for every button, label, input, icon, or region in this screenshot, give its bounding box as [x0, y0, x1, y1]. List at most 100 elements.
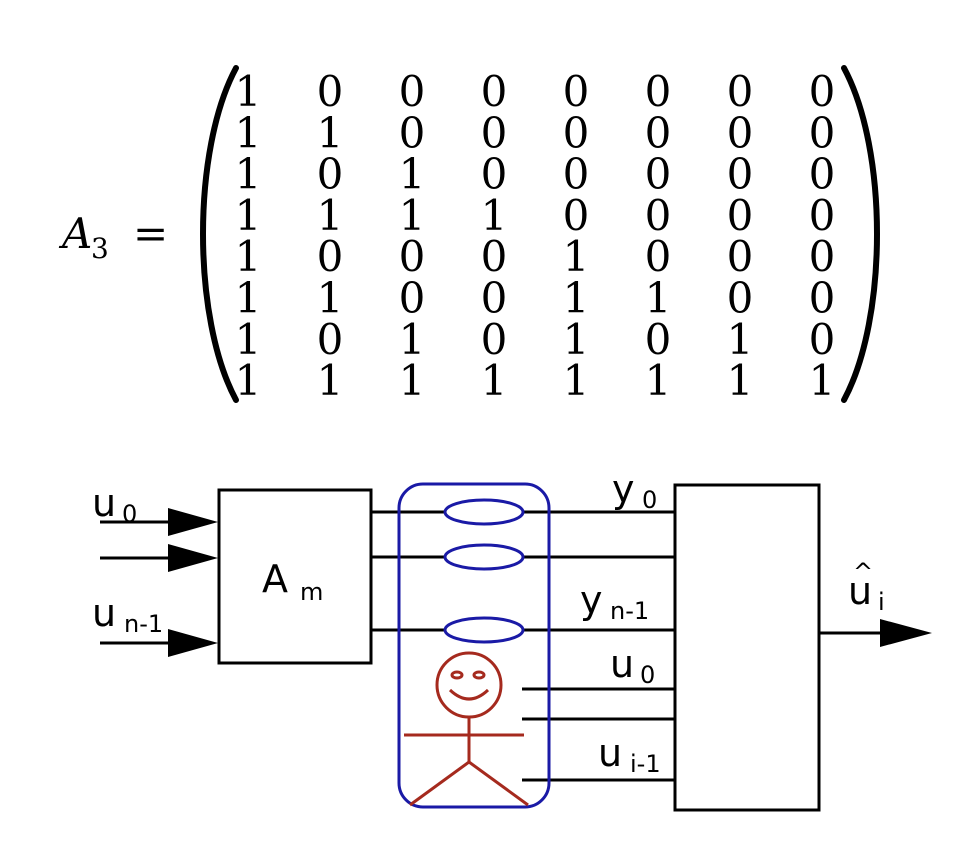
input-label-first-sub: 0 [122, 500, 137, 528]
matrix-cell-r5-c5: 1 [563, 232, 590, 281]
matrix-cell-r3-c5: 0 [563, 150, 590, 199]
matrix-left-paren [200, 65, 239, 403]
matrix-cell-r7-c2: 0 [317, 315, 344, 364]
matrix-cell-r4-c4: 1 [481, 191, 508, 240]
matrix-cell-r7-c1: 1 [235, 315, 262, 364]
matrix-cell-r1-c2: 0 [317, 67, 344, 116]
matrix-cell-r2-c4: 0 [481, 108, 508, 157]
matrix-cell-r6-c8: 0 [809, 274, 836, 323]
matrix-cell-r8-c5: 1 [563, 356, 590, 405]
matrix-cell-r3-c1: 1 [235, 150, 262, 199]
matrix-cell-r1-c3: 0 [399, 67, 426, 116]
matrix-cell-r5-c1: 1 [235, 232, 262, 281]
matrix-right-paren [841, 65, 880, 403]
matrix-cell-r3-c7: 0 [727, 150, 754, 199]
channel-output-label-last-sub: n-1 [610, 597, 649, 625]
matrix-cell-r4-c8: 0 [809, 191, 836, 240]
matrix-cell-r2-c5: 0 [563, 108, 590, 157]
stick-figure-right-eye [472, 670, 486, 680]
input-arrowhead-2 [168, 544, 218, 572]
matrix-cell-r6-c4: 0 [481, 274, 508, 323]
matrix-cell-r8-c1: 1 [235, 356, 262, 405]
matrix-cell-r6-c7: 0 [727, 274, 754, 323]
stick-figure-smile [448, 688, 490, 701]
matrix-cell-r8-c8: 1 [809, 356, 836, 405]
encoder-box [217, 488, 373, 665]
matrix-cell-r3-c8: 0 [809, 150, 836, 199]
channel-output-label-first-sub: 0 [642, 486, 657, 514]
matrix-cell-r2-c1: 1 [235, 108, 262, 157]
decoder-box [673, 483, 821, 812]
stick-figure-head [435, 651, 503, 719]
matrix-cell-r7-c3: 1 [399, 315, 426, 364]
matrix-cell-r7-c6: 0 [645, 315, 672, 364]
matrix-cell-r2-c3: 0 [399, 108, 426, 157]
matrix-cell-r4-c3: 1 [399, 191, 426, 240]
channel-noise-ellipse-1 [443, 498, 525, 526]
channel-enclosure [397, 482, 551, 809]
matrix-cell-r8-c4: 1 [481, 356, 508, 405]
input-label-last-sub: n-1 [124, 610, 163, 638]
matrix-cell-r2-c6: 0 [645, 108, 672, 157]
decoder-output-hat: ^ [853, 558, 873, 586]
matrix-cell-r3-c3: 1 [399, 150, 426, 199]
channel-noise-ellipse-3 [443, 616, 525, 644]
matrix-cell-r5-c2: 0 [317, 232, 344, 281]
matrix-cell-r6-c1: 1 [235, 274, 262, 323]
matrix-cell-r3-c2: 0 [317, 150, 344, 199]
matrix-name-subscript: 3 [91, 232, 109, 265]
matrix-cell-r4-c7: 0 [727, 191, 754, 240]
matrix-cell-r1-c4: 0 [481, 67, 508, 116]
matrix-cell-r1-c5: 0 [563, 67, 590, 116]
matrix-cell-r1-c8: 0 [809, 67, 836, 116]
matrix-cell-r7-c4: 0 [481, 315, 508, 364]
matrix-cell-r4-c6: 0 [645, 191, 672, 240]
matrix-cell-r3-c6: 0 [645, 150, 672, 199]
decoder-output-label-sub: i [878, 588, 885, 616]
matrix-cell-r5-c4: 0 [481, 232, 508, 281]
encoder-label-sub: m [300, 578, 323, 606]
matrix-cell-r6-c2: 1 [317, 274, 344, 323]
channel-output-label-first: y [612, 467, 635, 511]
matrix-cell-r4-c1: 1 [235, 191, 262, 240]
diagram-labels: u 0 u n-1 A m y 0 y n-1 u 0 u i-1 ^ u i [92, 467, 885, 778]
input-label-last: u [92, 591, 116, 635]
decoder-output-label: u [848, 569, 872, 613]
matrix-cell-r1-c7: 0 [727, 67, 754, 116]
matrix-cell-r1-c6: 0 [645, 67, 672, 116]
matrix-cell-r5-c7: 0 [727, 232, 754, 281]
stick-figure-icon [404, 651, 529, 807]
input-arrowhead-1 [168, 508, 218, 536]
stick-figure-left-leg [409, 760, 470, 807]
matrix-cell-r8-c2: 1 [317, 356, 344, 405]
stick-figure-left-eye [450, 670, 464, 680]
side-info-label-first: u [610, 642, 634, 686]
matrix-cell-r7-c5: 1 [563, 315, 590, 364]
matrix-cell-r2-c8: 0 [809, 108, 836, 157]
equals-sign: = [133, 209, 168, 258]
input-label-first: u [92, 481, 116, 525]
matrix-cell-r8-c6: 1 [645, 356, 672, 405]
matrix-cell-r7-c8: 0 [809, 315, 836, 364]
coding-diagram [100, 482, 932, 812]
matrix-cell-r8-c3: 1 [399, 356, 426, 405]
channel-output-label-last: y [580, 578, 603, 622]
matrix-cell-r4-c5: 0 [563, 191, 590, 240]
matrix-cell-r6-c6: 1 [645, 274, 672, 323]
matrix-cell-r6-c3: 0 [399, 274, 426, 323]
input-arrowhead-3 [168, 629, 218, 657]
matrix-cell-r2-c7: 0 [727, 108, 754, 157]
matrix-cell-r2-c2: 1 [317, 108, 344, 157]
matrix-cell-r1-c1: 1 [235, 67, 262, 116]
encoder-label: A [262, 557, 288, 601]
output-arrowhead [880, 619, 932, 647]
channel-noise-ellipse-2 [443, 543, 525, 571]
matrix-name: A [58, 209, 92, 258]
side-info-label-last-sub: i-1 [630, 750, 661, 778]
stick-figure-right-leg [468, 760, 529, 807]
matrix-cell-r7-c7: 1 [727, 315, 754, 364]
side-info-label-last: u [598, 731, 622, 775]
